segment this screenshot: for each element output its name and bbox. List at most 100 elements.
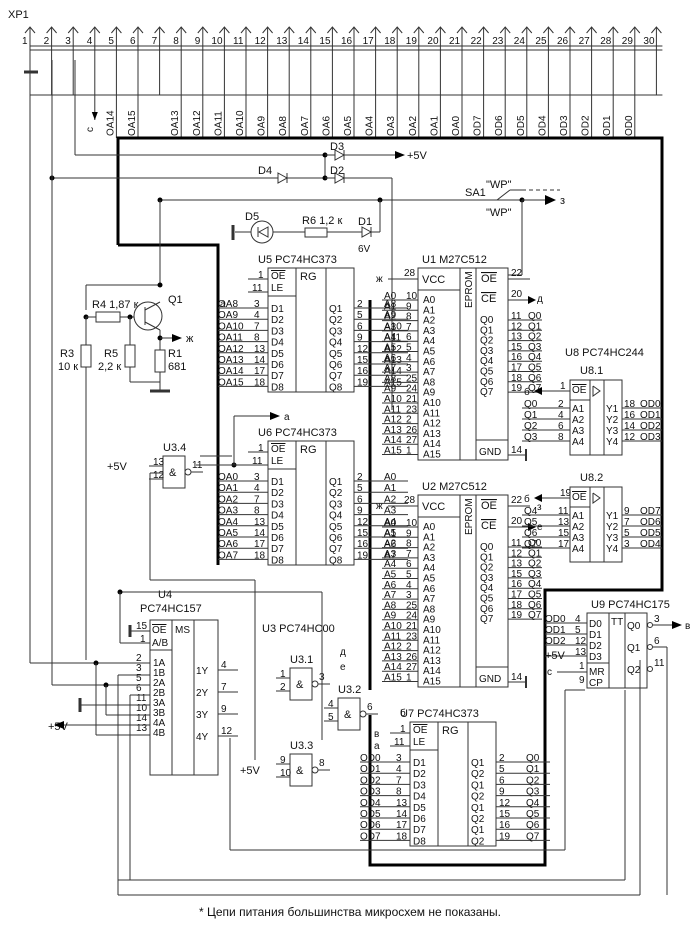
input-signal-label: OA8 (218, 299, 238, 310)
pin-number: 8 (406, 539, 412, 550)
chip-u6-q-pin: Q5 (329, 522, 343, 533)
output-signal-label: OD7 (640, 506, 661, 517)
output-signal-label: OD4 (640, 539, 661, 550)
switch-sa1[interactable] (485, 189, 560, 276)
chip-u8-1-y-pin: Y2 (606, 415, 619, 426)
pin-number: 22 (511, 268, 523, 279)
chip-u4-in-pin: 3B (153, 708, 166, 719)
chip-u5-title: U5 PC74HC373 (258, 254, 337, 266)
chip-u8-2-y-pin: Y3 (606, 533, 619, 544)
pin-number: 6 (558, 421, 564, 432)
chip-u5-q-pin: Q7 (329, 371, 343, 382)
pin-number: 15 (558, 528, 570, 539)
pin-number: 14 (511, 672, 523, 683)
output-signal-label: A7 (384, 550, 397, 561)
pin-number: 17 (558, 539, 570, 550)
connector-pin-number: 29 (622, 36, 634, 47)
pin-number: 5 (357, 483, 363, 494)
input-signal-label: OA0 (218, 472, 238, 483)
input-signal-label: OD7 (360, 831, 381, 842)
chip-u5-q-pin: Q4 (329, 338, 343, 349)
pin-number: 8 (396, 787, 402, 798)
bus-signal-label: OA3 (386, 116, 397, 136)
bus-signal-label: OA14 (105, 110, 116, 136)
pin-number: 5 (357, 310, 363, 321)
diode-d5-label: D5 (245, 211, 259, 223)
bus-signal-label: OA10 (235, 110, 246, 136)
chip-u7-q-pin: Q2 (471, 814, 485, 825)
pin-number: 13 (511, 559, 523, 570)
pin-number: 18 (511, 373, 523, 384)
resistor-r6-label: R6 1,2 к (302, 215, 342, 227)
input-signal-label: Q0 (524, 399, 538, 410)
chip-u1-data-pin: Q2 (480, 336, 494, 347)
input-signal-label: Q4 (524, 506, 538, 517)
address-line-label: A5 (384, 570, 397, 581)
input-signal-label: OA1 (218, 483, 238, 494)
chip-u2-data-pin: Q7 (480, 614, 494, 625)
pin-number: 19 (499, 831, 511, 842)
chip-u7-d-pin: D4 (413, 792, 426, 803)
pin-number: 7 (406, 322, 412, 333)
output-signal-label: A9 (384, 310, 397, 321)
input-signal-label: OA14 (218, 366, 244, 377)
chip-u5-q-pin: Q8 (329, 382, 343, 393)
chip-u5-d-pin: D2 (271, 315, 284, 326)
gate-u3-2: U3.2&456 (324, 684, 378, 731)
chip-u6-q-pin: Q2 (329, 488, 343, 499)
chip-u6-type: RG (300, 444, 317, 456)
pin-number: 16 (624, 410, 636, 421)
connector-pin-number: 10 (211, 36, 223, 47)
chip-u6-q-pin: Q7 (329, 544, 343, 555)
chip-u6-d-pin: D5 (271, 522, 284, 533)
chip-u7-d-pin: D3 (413, 780, 426, 791)
data-line-label: Q0 (528, 538, 542, 549)
pin-number: 4 (221, 660, 227, 671)
bus-signal-label: OA2 (408, 116, 419, 136)
pin-number: 8 (254, 333, 260, 344)
resistor-r3-label: R3 (60, 348, 74, 360)
chip-u9-d-pin: D3 (589, 652, 602, 663)
pin-number: 1 (406, 446, 412, 457)
pin-number: 15 (499, 809, 511, 820)
address-line-label: A8 (384, 600, 397, 611)
input-signal-label: OA12 (218, 344, 244, 355)
pin-number: 1 (560, 381, 566, 392)
data-line-label: Q6 (528, 600, 542, 611)
chip-u5-q-pin: Q6 (329, 360, 343, 371)
pin-number: 12 (511, 548, 523, 559)
pin-number: 1 (280, 669, 286, 680)
chip-u8-2-a-pin: A1 (572, 511, 585, 522)
pin-number: 9 (221, 704, 227, 715)
chip-u6-d-pin: D3 (271, 499, 284, 510)
pin-number: 13 (254, 517, 266, 528)
chip-u2-data-pin: Q5 (480, 594, 494, 605)
chip-u2-data-pin: Q4 (480, 583, 494, 594)
chip-u8-1-y-pin: Y1 (606, 404, 619, 415)
pin-number: 4 (396, 764, 402, 775)
chip-u6-d-pin: D6 (271, 533, 284, 544)
connector-pin-number: 22 (471, 36, 483, 47)
output-signal-label: OD5 (640, 528, 661, 539)
connector-pin-number: 16 (341, 36, 353, 47)
net-label-z: з (560, 195, 565, 207)
net-label-zh: ж (376, 501, 383, 512)
pin-number: 5 (328, 712, 334, 723)
chip-u2-data-pin: Q3 (480, 573, 494, 584)
pin-number: 13 (575, 647, 587, 658)
inverter-bubble-icon (647, 644, 653, 650)
chip-u1-data-pin: Q3 (480, 346, 494, 357)
output-signal-label: A13 (384, 355, 402, 366)
pin-number: 14 (254, 355, 266, 366)
diode-d3-label: D3 (330, 141, 344, 153)
address-line-label: A15 (384, 673, 402, 684)
chip-u4-oe: OE (152, 625, 167, 636)
chip-u5-d-pin: D6 (271, 360, 284, 371)
net-label-e: е (340, 662, 346, 673)
transistor-q1-label: Q1 (168, 294, 183, 306)
pin-number: 1 (579, 661, 585, 672)
pin-number: 15 (511, 569, 523, 580)
chip-u5-q-pin: Q5 (329, 349, 343, 360)
input-signal-label: OA5 (218, 528, 238, 539)
